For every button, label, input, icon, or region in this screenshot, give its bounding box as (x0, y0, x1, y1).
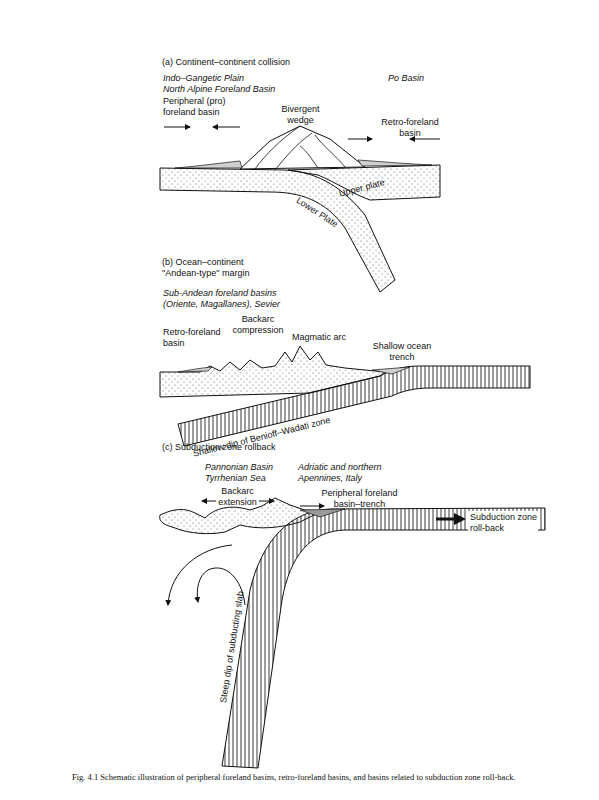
diagram-label: Backarc extension (210, 486, 265, 507)
foreland-basin-trench (300, 509, 345, 517)
retro-foreland-basin (358, 160, 432, 166)
diagram-label: Adriatic and northern Apennines, Italy (298, 462, 403, 483)
diagram-label: North Alpine Foreland Basin (163, 84, 275, 95)
extension-arrow (202, 501, 216, 502)
bivergent-wedge (240, 126, 365, 169)
diagram-label: Peripheral (pro) foreland basin (163, 96, 248, 117)
diagram-label: Po Basin (388, 73, 424, 84)
diagram-label: Indo–Gangetic Plain (163, 73, 244, 84)
diagram-label: Sub-Andean foreland basins (Oriente, Mag… (163, 288, 293, 309)
diagram-label: Retro-foreland basin (163, 327, 231, 348)
diagram-label: Backarc compression (228, 314, 288, 335)
diagram-label: (a) Continent–continent collision (162, 57, 290, 68)
upper-plate (288, 165, 440, 200)
diagram-label: Tyrrhenian Sea (205, 473, 266, 484)
convergence-arrow (213, 127, 240, 128)
convergence-arrow (300, 506, 324, 507)
diagram-label: (c) Subduction zone rollback (162, 442, 276, 453)
thrust-fault (255, 126, 345, 170)
diagram-label: Bivergent wedge (273, 104, 328, 125)
mantle-flow-arrow (168, 545, 232, 605)
lower-plate (160, 168, 395, 292)
diagram-label: Retro-foreland basin (375, 117, 445, 138)
diagram-label: Subduction zone roll-back (470, 512, 545, 533)
convergence-arrow (348, 139, 372, 140)
diagram-label: Pannonian Basin (205, 462, 273, 473)
diagram-label: (b) Ocean–continent "Andean-type" margin (162, 257, 282, 278)
retro-foreland-basin (178, 367, 212, 372)
diagram-label: Peripheral foreland basin–trench (312, 488, 407, 509)
rollback-arrow (436, 518, 462, 521)
trench-fill (372, 367, 410, 374)
convergence-arrow (410, 139, 440, 140)
convergence-arrow (164, 127, 190, 128)
subducting-slab (222, 508, 545, 768)
diagram-label: Shallow ocean trench (372, 341, 432, 362)
diagram-label: Magmatic arc (292, 332, 346, 343)
pro-foreland-basin (175, 161, 242, 168)
extension-arrow (259, 501, 274, 502)
continental-plate (160, 346, 385, 397)
figure-caption: Fig. 4.1 Schematic illustration of perip… (72, 772, 552, 782)
